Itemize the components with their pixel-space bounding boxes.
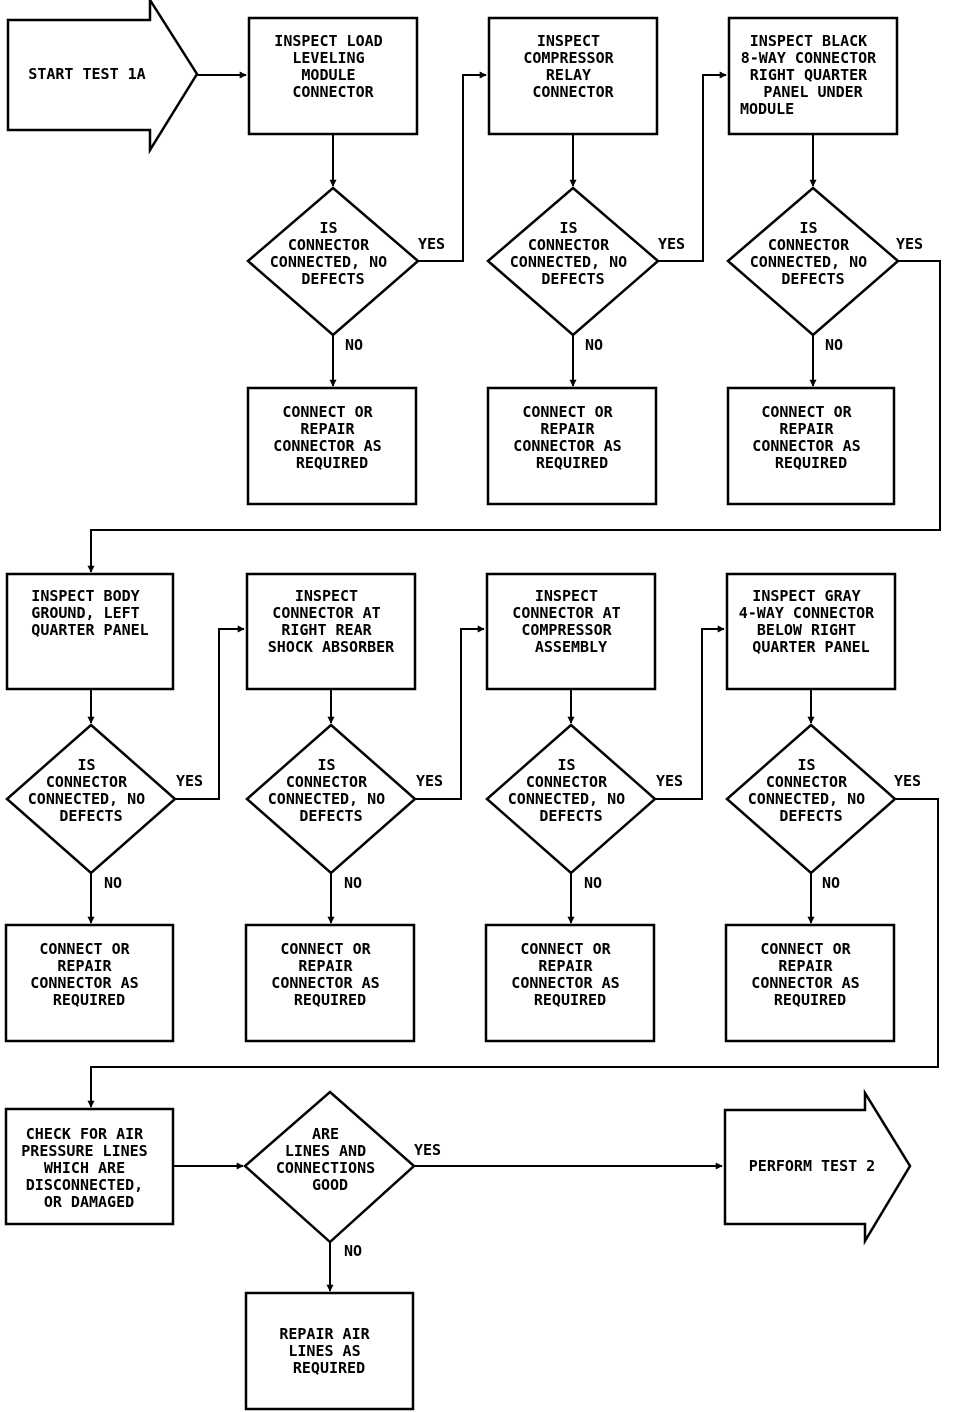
box-label-last-line: MODULE <box>740 100 794 118</box>
box-label: INSPECT CONNECTOR AT RIGHT REAR SHOCK AB… <box>268 587 395 656</box>
box-label: INSPECT COMPRESSOR RELAY CONNECTOR <box>523 32 622 101</box>
box-label: CONNECT OR REPAIR CONNECTOR AS REQUIRED <box>513 403 630 472</box>
no-label: NO <box>825 336 843 354</box>
start-test-1a: START TEST 1A <box>6 0 199 155</box>
decision-label: ARE LINES AND CONNECTIONS GOOD <box>276 1125 384 1194</box>
decision-label: IS CONNECTOR CONNECTED, NO DEFECTS <box>508 756 634 825</box>
yes-label: YES <box>896 235 923 253</box>
decision-label: IS CONNECTOR CONNECTED, NO DEFECTS <box>748 756 874 825</box>
box-label: CONNECT OR REPAIR CONNECTOR AS REQUIRED <box>273 403 390 472</box>
repair-connector-box-4: CONNECT OR REPAIR CONNECTOR AS REQUIRED <box>4 923 175 1043</box>
decision-label: IS CONNECTOR CONNECTED, NO DEFECTS <box>510 219 636 288</box>
decision-connector-2: IS CONNECTOR CONNECTED, NO DEFECTS <box>486 186 660 337</box>
inspect-black-8-way-connector-box: INSPECT BLACK 8-WAY CONNECTOR RIGHT QUAR… <box>727 16 899 136</box>
yes-label: YES <box>176 772 203 790</box>
repair-connector-box-1: CONNECT OR REPAIR CONNECTOR AS REQUIRED <box>246 386 418 506</box>
box-label: CONNECT OR REPAIR CONNECTOR AS REQUIRED <box>30 940 147 1009</box>
box-label: INSPECT BLACK 8-WAY CONNECTOR RIGHT QUAR… <box>741 32 886 101</box>
yes-label: YES <box>416 772 443 790</box>
inspect-load-leveling-module-connector-box: INSPECT LOAD LEVELING MODULE CONNECTOR <box>247 16 419 136</box>
repair-air-lines-box: REPAIR AIR LINES AS REQUIRED <box>244 1291 415 1411</box>
decision-label: IS CONNECTOR CONNECTED, NO DEFECTS <box>28 756 154 825</box>
repair-connector-box-6: CONNECT OR REPAIR CONNECTOR AS REQUIRED <box>484 923 656 1043</box>
inspect-body-ground-box: INSPECT BODY GROUND, LEFT QUARTER PANEL <box>5 572 175 691</box>
yes-label: YES <box>414 1141 441 1159</box>
start-label: START TEST 1A <box>28 65 145 83</box>
box-label: CONNECT OR REPAIR CONNECTOR AS REQUIRED <box>751 940 868 1009</box>
box-label: INSPECT GRAY 4-WAY CONNECTOR BELOW RIGHT… <box>739 587 884 656</box>
decision-connector-3: IS CONNECTOR CONNECTED, NO DEFECTS <box>726 186 900 337</box>
inspect-compressor-relay-connector-box: INSPECT COMPRESSOR RELAY CONNECTOR <box>487 16 659 136</box>
decision-connector-4: IS CONNECTOR CONNECTED, NO DEFECTS <box>5 723 177 875</box>
no-label: NO <box>585 336 603 354</box>
no-label: NO <box>584 874 602 892</box>
yes-label: YES <box>656 772 683 790</box>
decision-connector-6: IS CONNECTOR CONNECTED, NO DEFECTS <box>485 723 657 875</box>
decision-lines-and-connections-good: ARE LINES AND CONNECTIONS GOOD <box>243 1090 416 1244</box>
no-label: NO <box>822 874 840 892</box>
box-label: INSPECT CONNECTOR AT COMPRESSOR ASSEMBLY <box>512 587 629 656</box>
inspect-connector-compressor-assembly-box: INSPECT CONNECTOR AT COMPRESSOR ASSEMBLY <box>485 572 657 691</box>
check-air-pressure-lines-box: CHECK FOR AIR PRESSURE LINES WHICH ARE D… <box>4 1107 175 1226</box>
box-label: CONNECT OR REPAIR CONNECTOR AS REQUIRED <box>271 940 388 1009</box>
inspect-connector-right-rear-shock-box: INSPECT CONNECTOR AT RIGHT REAR SHOCK AB… <box>245 572 417 691</box>
no-label: NO <box>104 874 122 892</box>
yes-label: YES <box>418 235 445 253</box>
yes-label: YES <box>894 772 921 790</box>
repair-connector-box-2: CONNECT OR REPAIR CONNECTOR AS REQUIRED <box>486 386 658 506</box>
box-label: CONNECT OR REPAIR CONNECTOR AS REQUIRED <box>511 940 628 1009</box>
decision-connector-7: IS CONNECTOR CONNECTED, NO DEFECTS <box>725 723 897 875</box>
box-label: CONNECT OR REPAIR CONNECTOR AS REQUIRED <box>752 403 869 472</box>
end-label: PERFORM TEST 2 <box>749 1157 875 1175</box>
decision-connector-5: IS CONNECTOR CONNECTED, NO DEFECTS <box>245 723 417 875</box>
no-label: NO <box>344 874 362 892</box>
no-label: NO <box>345 336 363 354</box>
box-label: INSPECT LOAD LEVELING MODULE CONNECTOR <box>274 32 391 101</box>
no-label: NO <box>344 1242 362 1260</box>
box-label: INSPECT BODY GROUND, LEFT QUARTER PANEL <box>31 587 148 639</box>
decision-connector-1: IS CONNECTOR CONNECTED, NO DEFECTS <box>246 186 420 337</box>
yes-label: YES <box>658 235 685 253</box>
decision-label: IS CONNECTOR CONNECTED, NO DEFECTS <box>268 756 394 825</box>
decision-label: IS CONNECTOR CONNECTED, NO DEFECTS <box>750 219 876 288</box>
repair-connector-box-3: CONNECT OR REPAIR CONNECTOR AS REQUIRED <box>726 386 896 506</box>
perform-test-2: PERFORM TEST 2 <box>723 1088 912 1246</box>
box-label: REPAIR AIR LINES AS REQUIRED <box>279 1325 378 1377</box>
decision-label: IS CONNECTOR CONNECTED, NO DEFECTS <box>270 219 396 288</box>
inspect-gray-4-way-connector-box: INSPECT GRAY 4-WAY CONNECTOR BELOW RIGHT… <box>725 572 897 691</box>
box-label: CHECK FOR AIR PRESSURE LINES WHICH ARE D… <box>21 1125 156 1211</box>
repair-connector-box-7: CONNECT OR REPAIR CONNECTOR AS REQUIRED <box>724 923 896 1043</box>
repair-connector-box-5: CONNECT OR REPAIR CONNECTOR AS REQUIRED <box>244 923 416 1043</box>
